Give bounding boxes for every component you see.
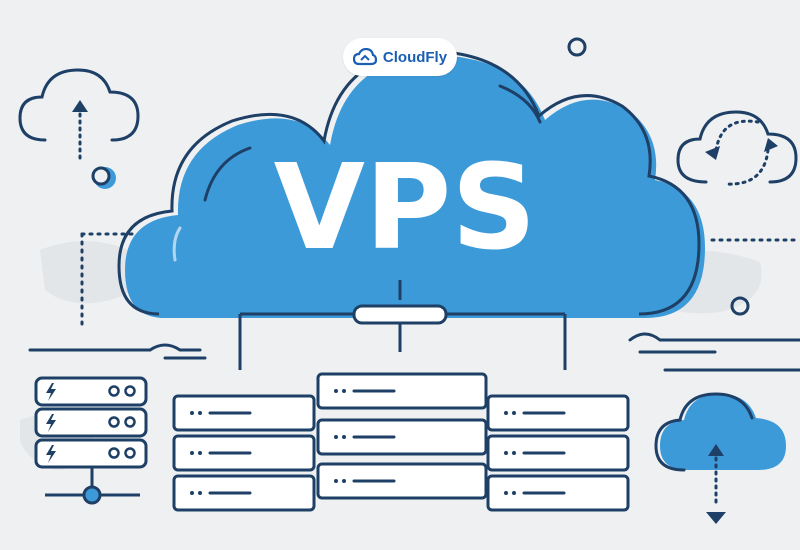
server-led	[504, 411, 508, 415]
server-led	[334, 435, 338, 439]
vps-title: VPS	[274, 138, 537, 276]
server-led	[190, 451, 194, 455]
server-led	[198, 491, 202, 495]
server-unit	[316, 372, 488, 410]
node-circle-top	[567, 37, 587, 57]
server-led	[504, 491, 508, 495]
server-led	[334, 479, 338, 483]
lightning-icon	[46, 383, 56, 463]
server-led	[334, 389, 338, 393]
server-unit	[316, 418, 488, 456]
server-rack-icon	[34, 376, 148, 505]
server-led	[512, 411, 516, 415]
main-cloud: VPS	[117, 49, 705, 318]
brand-name: CloudFly	[382, 48, 448, 66]
brand-badge: CloudFly	[343, 38, 457, 76]
server-led	[342, 389, 346, 393]
node-circle-right	[730, 296, 750, 316]
ground-line-right	[628, 332, 800, 372]
node-circle-left	[91, 166, 116, 189]
server-led	[190, 491, 194, 495]
server-led	[342, 435, 346, 439]
ground-line-left	[28, 343, 207, 360]
server-led	[512, 491, 516, 495]
sync-cloud-icon	[676, 110, 798, 186]
cloud-connector	[238, 280, 567, 370]
server-led	[198, 411, 202, 415]
upload-cloud-icon	[18, 68, 140, 164]
server-led	[504, 451, 508, 455]
server-led	[342, 479, 346, 483]
download-cloud-icon	[654, 392, 786, 524]
server-led	[512, 451, 516, 455]
server-led	[190, 411, 194, 415]
server-led	[198, 451, 202, 455]
server-stacks	[172, 372, 630, 512]
cloud-logo-icon	[352, 48, 377, 66]
server-unit	[316, 462, 488, 500]
